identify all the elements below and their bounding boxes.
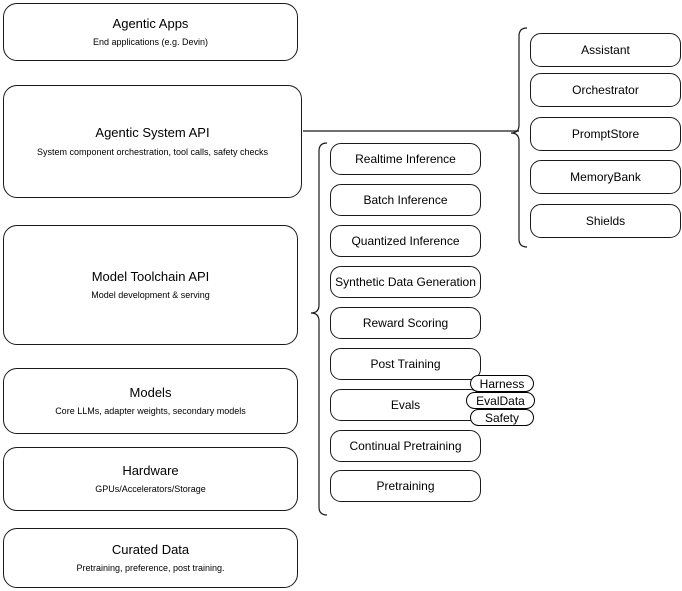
layer-title: Agentic System API	[95, 125, 210, 141]
component-post-training[interactable]: Post Training	[330, 348, 481, 380]
layer-curated-data[interactable]: Curated Data Pretraining, preference, po…	[3, 528, 298, 588]
layer-subtitle: System component orchestration, tool cal…	[36, 146, 269, 157]
component-synthetic-data-generation[interactable]: Synthetic Data Generation	[330, 266, 481, 298]
layer-hardware[interactable]: Hardware GPUs/Accelerators/Storage	[3, 447, 298, 511]
component-reward-scoring[interactable]: Reward Scoring	[330, 307, 481, 339]
component-label: Evals	[390, 397, 421, 412]
component-label: MemoryBank	[570, 169, 641, 184]
component-realtime-inference[interactable]: Realtime Inference	[330, 143, 481, 175]
layer-title: Curated Data	[111, 541, 190, 557]
component-label: PromptStore	[571, 126, 640, 141]
component-label: Realtime Inference	[355, 151, 456, 166]
component-label: Orchestrator	[572, 82, 639, 97]
component-label: Quantized Inference	[351, 233, 460, 248]
component-assistant[interactable]: Assistant	[530, 33, 681, 67]
layer-title: Model Toolchain API	[91, 268, 210, 284]
component-pretraining[interactable]: Pretraining	[330, 470, 481, 502]
component-memorybank[interactable]: MemoryBank	[530, 160, 681, 194]
eval-pill-evaldata[interactable]: EvalData	[466, 392, 535, 409]
layer-subtitle: GPUs/Accelerators/Storage	[95, 484, 206, 494]
layer-subtitle: Pretraining, preference, post training.	[76, 563, 225, 573]
component-label: Pretraining	[376, 478, 435, 493]
component-label: Synthetic Data Generation	[335, 274, 476, 289]
component-quantized-inference[interactable]: Quantized Inference	[330, 225, 481, 257]
layer-title: Models	[129, 384, 172, 400]
brace-toolchain-components	[310, 142, 328, 516]
layer-agentic-system-api[interactable]: Agentic System API System component orch…	[3, 85, 302, 198]
component-evals[interactable]: Evals	[330, 389, 481, 421]
layer-models[interactable]: Models Core LLMs, adapter weights, secon…	[3, 368, 298, 434]
layer-subtitle: Model development & serving	[91, 290, 210, 300]
layer-title: Agentic Apps	[112, 15, 189, 31]
component-promptstore[interactable]: PromptStore	[530, 117, 681, 151]
component-label: Continual Pretraining	[349, 438, 462, 453]
eval-pill-harness[interactable]: Harness	[470, 375, 534, 392]
layer-model-toolchain-api[interactable]: Model Toolchain API Model development & …	[3, 225, 298, 345]
eval-pill-label: Harness	[479, 376, 525, 391]
layer-title: Hardware	[122, 462, 179, 478]
component-continual-pretraining[interactable]: Continual Pretraining	[330, 430, 481, 462]
component-batch-inference[interactable]: Batch Inference	[330, 184, 481, 216]
layer-subtitle: End applications (e.g. Devin)	[92, 37, 209, 47]
eval-pill-label: EvalData	[476, 393, 525, 408]
layer-subtitle: Core LLMs, adapter weights, secondary mo…	[55, 406, 246, 416]
component-label: Assistant	[581, 42, 630, 57]
eval-pill-label: Safety	[484, 410, 520, 425]
component-label: Post Training	[370, 356, 441, 371]
layer-agentic-apps[interactable]: Agentic Apps End applications (e.g. Devi…	[3, 3, 298, 61]
brace-system-components	[510, 27, 528, 248]
component-label: Batch Inference	[363, 192, 448, 207]
component-label: Reward Scoring	[362, 315, 449, 330]
eval-pill-safety[interactable]: Safety	[470, 409, 534, 426]
component-label: Shields	[585, 213, 626, 228]
component-orchestrator[interactable]: Orchestrator	[530, 73, 681, 107]
component-shields[interactable]: Shields	[530, 204, 681, 238]
